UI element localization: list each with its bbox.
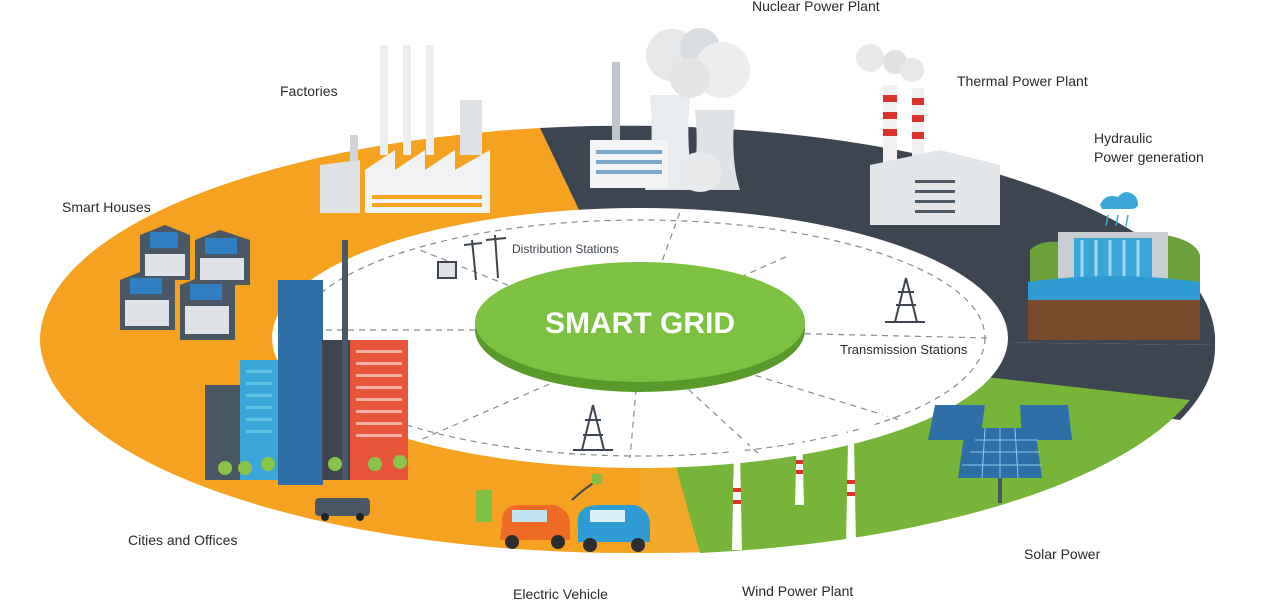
label-smart-houses: Smart Houses [62, 199, 151, 215]
label-cities: Cities and Offices [128, 532, 238, 548]
smart-houses-icon [120, 225, 250, 340]
thermal-plant-icon [856, 44, 1000, 225]
label-factories: Factories [280, 83, 338, 99]
label-hydraulic-1: Hydraulic [1094, 130, 1153, 146]
hydraulic-dam-icon [1028, 192, 1200, 340]
label-thermal: Thermal Power Plant [957, 73, 1088, 89]
label-transmission: Transmission Stations [840, 342, 968, 357]
city-buildings-icon [205, 240, 408, 521]
electric-vehicle-icon [476, 474, 650, 552]
label-distribution: Distribution Stations [512, 242, 619, 256]
label-solar: Solar Power [1024, 546, 1101, 562]
distribution-station-icon [437, 234, 507, 281]
wind-turbines-icon [698, 403, 902, 550]
nuclear-plant-icon [590, 28, 750, 192]
label-electric-vehicle: Electric Vehicle [513, 586, 608, 602]
center-title: SMART GRID [545, 307, 735, 340]
label-hydraulic-2: Power generation [1094, 149, 1204, 165]
lower-tower-icon [573, 404, 613, 451]
center-badge [475, 262, 805, 392]
label-wind: Wind Power Plant [742, 583, 854, 599]
label-nuclear: Nuclear Power Plant [752, 0, 880, 14]
factories-icon [320, 45, 490, 213]
solar-panels-icon [928, 405, 1072, 503]
transmission-tower-icon [885, 277, 925, 323]
